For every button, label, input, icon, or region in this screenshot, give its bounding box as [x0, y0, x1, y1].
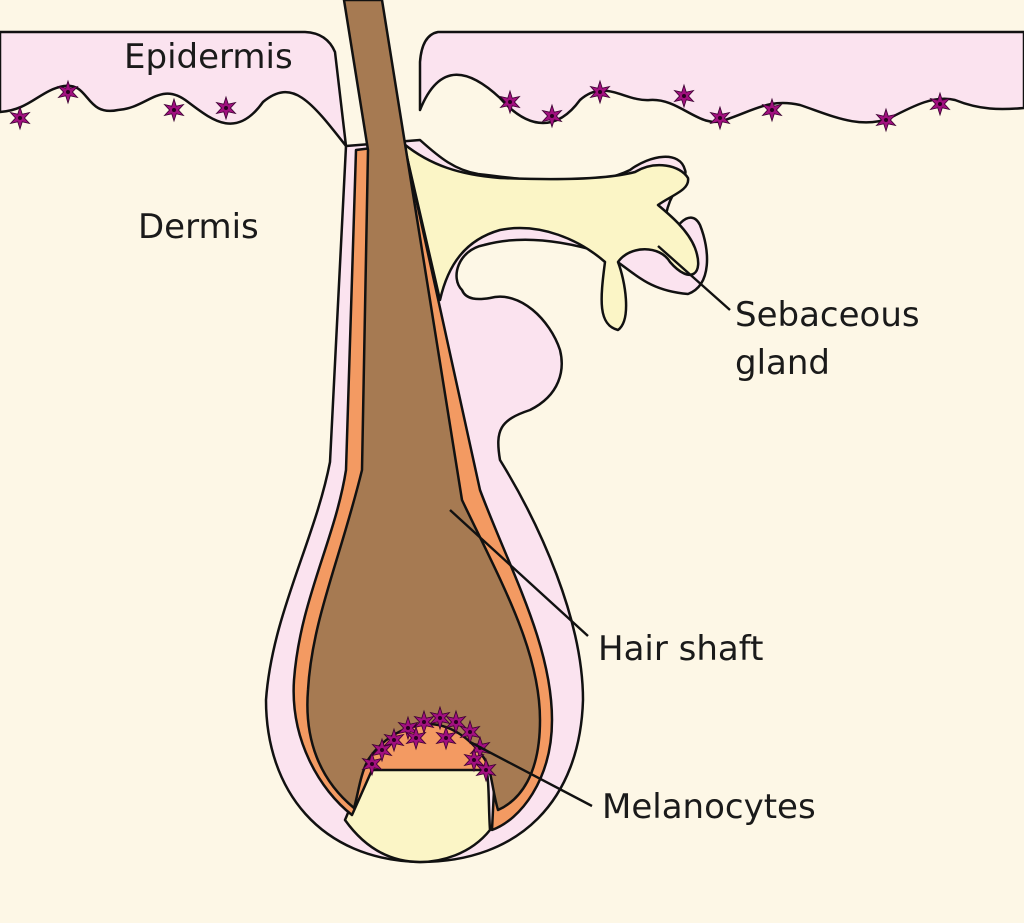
melanocyte-nucleus [444, 736, 448, 740]
melanocyte-nucleus [550, 114, 554, 118]
epidermis-layer-right [418, 30, 1024, 125]
melanocyte-icon [673, 83, 695, 109]
label-dermis: Dermis [138, 207, 259, 247]
melanocyte-nucleus [224, 106, 228, 110]
melanocyte-nucleus [454, 720, 458, 724]
label-epidermis: Epidermis [124, 37, 293, 77]
melanocyte-cluster-epidermis [9, 79, 951, 133]
melanocyte-nucleus [438, 716, 442, 720]
label-sebaceous-line2: gland [735, 343, 830, 383]
melanocyte-icon [589, 79, 611, 105]
melanocyte-icon [9, 105, 31, 131]
melanocyte-icon [875, 107, 897, 133]
melanocyte-nucleus [682, 94, 686, 98]
melanocyte-nucleus [884, 118, 888, 122]
melanocyte-nucleus [422, 720, 426, 724]
label-sebaceous-line1: Sebaceous [735, 295, 920, 335]
melanocyte-nucleus [392, 738, 396, 742]
melanocyte-icon [405, 725, 427, 751]
leader-line-melanocytes [469, 740, 593, 808]
melanocyte-icon [709, 105, 731, 131]
melanocyte-icon [541, 103, 563, 129]
melanocyte-nucleus [718, 116, 722, 120]
melanocyte-icon [445, 709, 467, 735]
melanocyte-icon [435, 725, 457, 751]
melanocyte-nucleus [370, 762, 374, 766]
melanocyte-icon [761, 97, 783, 123]
sebaceous-gland [402, 142, 700, 332]
melanocyte-icon [57, 79, 79, 105]
melanocyte-icon [163, 97, 185, 123]
label-melanocytes: Melanocytes [602, 787, 816, 827]
melanocyte-cluster-bulb [361, 705, 497, 783]
melanocyte-nucleus [380, 748, 384, 752]
label-hair-shaft: Hair shaft [598, 629, 763, 669]
melanocyte-nucleus [66, 90, 70, 94]
melanocyte-nucleus [598, 90, 602, 94]
melanocyte-icon [929, 91, 951, 117]
melanocyte-icon [429, 705, 451, 731]
melanocyte-icon [463, 747, 485, 773]
melanocyte-icon [215, 95, 237, 121]
melanocyte-nucleus [468, 730, 472, 734]
melanocyte-icon [499, 89, 521, 115]
leader-line-sebaceous [657, 245, 731, 311]
melanocyte-nucleus [414, 736, 418, 740]
melanocyte-icon [397, 715, 419, 741]
melanocyte-nucleus [18, 116, 22, 120]
melanocyte-nucleus [472, 758, 476, 762]
melanocyte-nucleus [938, 102, 942, 106]
melanocyte-icon [383, 727, 405, 753]
melanocyte-nucleus [484, 768, 488, 772]
melanocyte-nucleus [508, 100, 512, 104]
melanocyte-nucleus [770, 108, 774, 112]
melanocyte-nucleus [406, 726, 410, 730]
leader-line-hair-shaft [449, 509, 589, 637]
melanocyte-nucleus [172, 108, 176, 112]
